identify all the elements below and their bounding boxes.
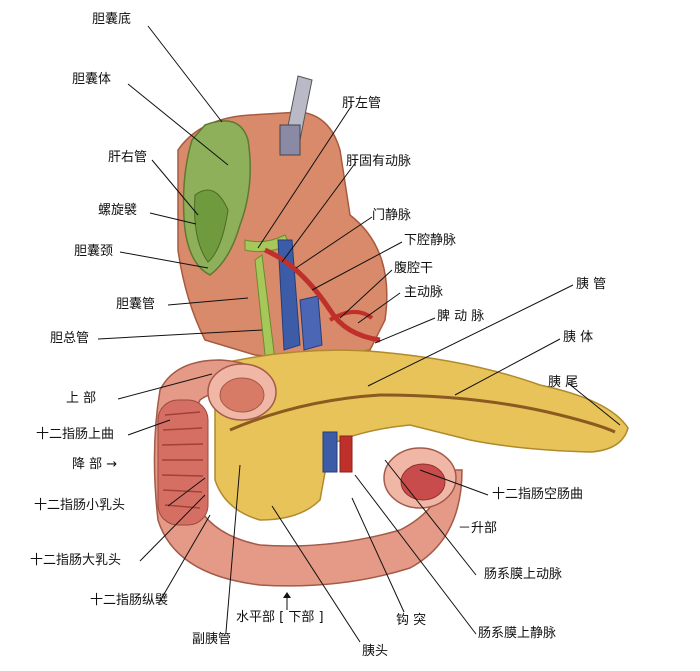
label-common-bile-duct: 胆总管 bbox=[50, 331, 90, 346]
label-sup-mesenteric-artery: 肠系膜上动脉 bbox=[484, 567, 563, 582]
label-portal-vein: 门静脉 bbox=[372, 208, 412, 223]
label-gallbladder-body: 胆囊体 bbox=[72, 72, 112, 87]
pancreatic-duct-shape bbox=[229, 393, 616, 434]
descending-part-mucosa bbox=[157, 399, 209, 526]
pancreas bbox=[214, 349, 629, 521]
label-spiral-fold: 螺旋襞 bbox=[98, 203, 138, 218]
label-accessory-duct: 副胰管 bbox=[192, 632, 232, 647]
label-minor-papilla: 十二指肠小乳头 bbox=[34, 498, 126, 513]
label-descending-part: 降 部 → bbox=[72, 457, 118, 472]
aorta-shape bbox=[299, 295, 323, 351]
label-right-hepatic-duct: 肝右管 bbox=[108, 150, 148, 165]
label-superior-part: 上 部 bbox=[66, 391, 97, 406]
label-sup-mesenteric-vein: 肠系膜上静脉 bbox=[478, 626, 557, 641]
label-celiac-trunk: 腹腔干 bbox=[394, 261, 434, 276]
label-gallbladder-neck: 胆囊颈 bbox=[74, 244, 114, 259]
mucosal-folds bbox=[161, 411, 204, 509]
portal-vein-shape bbox=[277, 239, 301, 351]
label-ascending-part: －升部 bbox=[458, 521, 498, 536]
label-aorta: 主动脉 bbox=[404, 285, 444, 300]
label-pancreatic-duct: 胰 管 bbox=[576, 277, 607, 292]
label-splenic-artery: 脾 动 脉 bbox=[437, 309, 485, 324]
label-duodenojejunal-flexure: 十二指肠空肠曲 bbox=[492, 487, 584, 502]
label-ivc: 下腔静脉 bbox=[404, 233, 457, 248]
sup-mesenteric-vein-shape bbox=[322, 431, 338, 473]
label-pancreas-body: 胰 体 bbox=[563, 330, 594, 345]
label-major-papilla: 十二指肠大乳头 bbox=[30, 553, 122, 568]
probe-clip bbox=[279, 124, 301, 156]
label-horizontal-part: 水平部 [ 下部 ] bbox=[236, 610, 324, 625]
label-gallbladder-fundus: 胆囊底 bbox=[92, 12, 132, 27]
label-left-hepatic-duct: 肝左管 bbox=[342, 96, 382, 111]
leader-lines bbox=[97, 25, 621, 643]
splenic-artery-shape bbox=[328, 310, 374, 322]
label-longitudinal-fold: 十二指肠纵襞 bbox=[90, 593, 169, 608]
label-proper-hepatic-artery: 肝固有动脉 bbox=[346, 154, 412, 169]
label-cystic-duct: 胆囊管 bbox=[116, 297, 156, 312]
label-pancreas-tail: 胰 尾 bbox=[548, 375, 579, 390]
gallbladder-inner bbox=[194, 189, 229, 263]
label-pancreas-head: 胰头 bbox=[362, 644, 389, 659]
label-uncinate-process: 钩 突 bbox=[396, 613, 427, 628]
sup-mesenteric-artery-shape bbox=[339, 435, 353, 473]
label-superior-flexure: 十二指肠上曲 bbox=[36, 427, 115, 442]
